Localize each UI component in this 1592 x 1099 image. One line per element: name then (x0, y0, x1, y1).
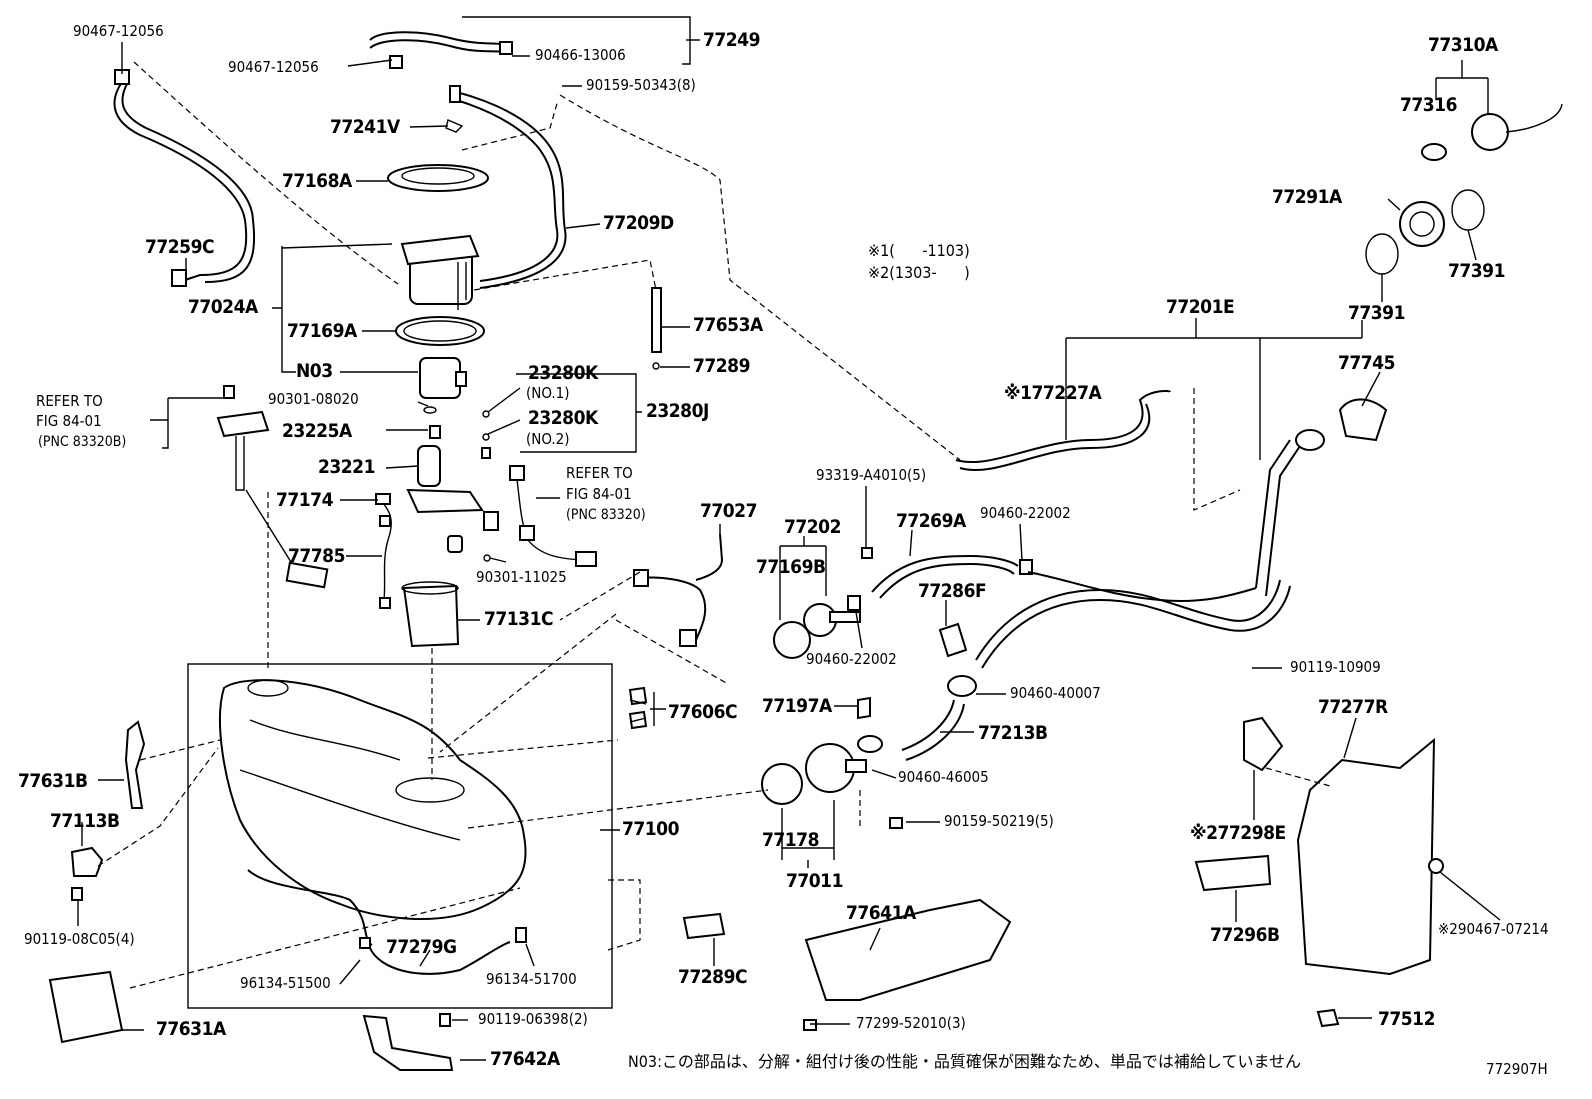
label-77168A: 77168A (282, 170, 352, 192)
label-77631A: 77631A (156, 1018, 226, 1040)
refer-mid-line3: (PNC 83320) (566, 507, 646, 523)
label-no1: (NO.1) (526, 384, 570, 402)
label-77631B: 77631B (18, 770, 88, 792)
label-77745: 77745 (1338, 352, 1395, 374)
label-77286F: 77286F (918, 580, 987, 602)
refer-mid-line2: FIG 84-01 (566, 485, 632, 503)
label-77606C: 77606C (668, 701, 738, 723)
label-90467-07214: ※290467-07214 (1438, 920, 1549, 938)
label-77512: 77512 (1378, 1008, 1435, 1030)
label-23280K-2: 23280K (528, 407, 598, 429)
label-77209D: 77209D (603, 212, 674, 234)
label-90466-13006: 90466-13006 (535, 46, 626, 64)
label-77296B: 77296B (1210, 924, 1280, 946)
label-77249: 77249 (703, 29, 760, 51)
label-77027: 77027 (700, 500, 757, 522)
label-23280J: 23280J (646, 400, 709, 422)
label-77169A: 77169A (287, 320, 357, 342)
footnote: N03:この部品は、分解・組付け後の性能・品質確保が困難なため、単品では補給して… (628, 1052, 1301, 1071)
refer-left-line2: FIG 84-01 (36, 412, 102, 430)
label-77642A: 77642A (490, 1048, 560, 1070)
label-no2: (NO.2) (526, 430, 570, 448)
fuel-tank-group-box (187, 663, 613, 1009)
label-N03: N03 (296, 360, 333, 382)
label-77227A: ※177227A (1004, 382, 1102, 404)
label-90467-12056-top: 90467-12056 (73, 22, 164, 40)
label-90119-08C05: 90119-08C05(4) (24, 930, 135, 948)
label-77316: 77316 (1400, 94, 1457, 116)
legend-line2: ※2(1303- ) (868, 263, 970, 282)
label-77202: 77202 (784, 516, 841, 538)
label-23280K-1: 23280K (528, 362, 598, 384)
label-77641A: 77641A (846, 902, 916, 924)
label-90467-12056-mid: 90467-12056 (228, 58, 319, 76)
label-77259C: 77259C (145, 236, 215, 258)
label-77100: 77100 (622, 818, 679, 840)
label-77289: 77289 (693, 355, 750, 377)
diagram-code: 772907H (1486, 1060, 1548, 1078)
label-23221: 23221 (318, 456, 375, 478)
label-90460-22002-b: 90460-22002 (806, 650, 897, 668)
label-90301-11025: 90301-11025 (476, 568, 567, 586)
label-90460-46005: 90460-46005 (898, 768, 989, 786)
label-90159-50219: 90159-50219(5) (944, 812, 1054, 830)
label-77653A: 77653A (693, 314, 763, 336)
label-93319-A4010: 93319-A4010(5) (816, 466, 927, 484)
label-77298E: ※277298E (1190, 822, 1286, 844)
refer-left-line3: (PNC 83320B) (38, 434, 127, 450)
refer-mid-line1: REFER TO (566, 464, 633, 482)
label-96134-51500: 96134-51500 (240, 974, 331, 992)
label-90460-40007: 90460-40007 (1010, 684, 1101, 702)
label-77785: 77785 (288, 545, 345, 567)
label-77310A: 77310A (1428, 34, 1498, 56)
label-77113B: 77113B (50, 810, 120, 832)
label-90119-06398: 90119-06398(2) (478, 1010, 588, 1028)
label-77169B: 77169B (756, 556, 826, 578)
label-77269A: 77269A (896, 510, 966, 532)
label-77291A: 77291A (1272, 186, 1342, 208)
label-96134-51700: 96134-51700 (486, 970, 577, 988)
label-90301-08020: 90301-08020 (268, 390, 359, 408)
label-77178: 77178 (762, 829, 819, 851)
label-77391-b: 77391 (1348, 302, 1405, 324)
label-77201E: 77201E (1166, 296, 1235, 318)
label-77299-52010: 77299-52010(3) (856, 1014, 966, 1032)
label-23225A: 23225A (282, 420, 352, 442)
label-77241V: 77241V (330, 116, 400, 138)
label-77197A: 77197A (762, 695, 832, 717)
label-90460-22002-a: 90460-22002 (980, 504, 1071, 522)
label-77011: 77011 (786, 870, 843, 892)
label-77174: 77174 (276, 489, 333, 511)
label-77289C: 77289C (678, 966, 748, 988)
label-90119-10909: 90119-10909 (1290, 658, 1381, 676)
label-77277R: 77277R (1318, 696, 1388, 718)
label-77131C: 77131C (484, 608, 554, 630)
label-77279G: 77279G (386, 936, 457, 958)
legend-line1: ※1( -1103) (868, 241, 970, 260)
label-77213B: 77213B (978, 722, 1048, 744)
label-90159-50343: 90159-50343(8) (586, 76, 696, 94)
refer-left-line1: REFER TO (36, 392, 103, 410)
label-77024A: 77024A (188, 296, 258, 318)
label-77391-a: 77391 (1448, 260, 1505, 282)
